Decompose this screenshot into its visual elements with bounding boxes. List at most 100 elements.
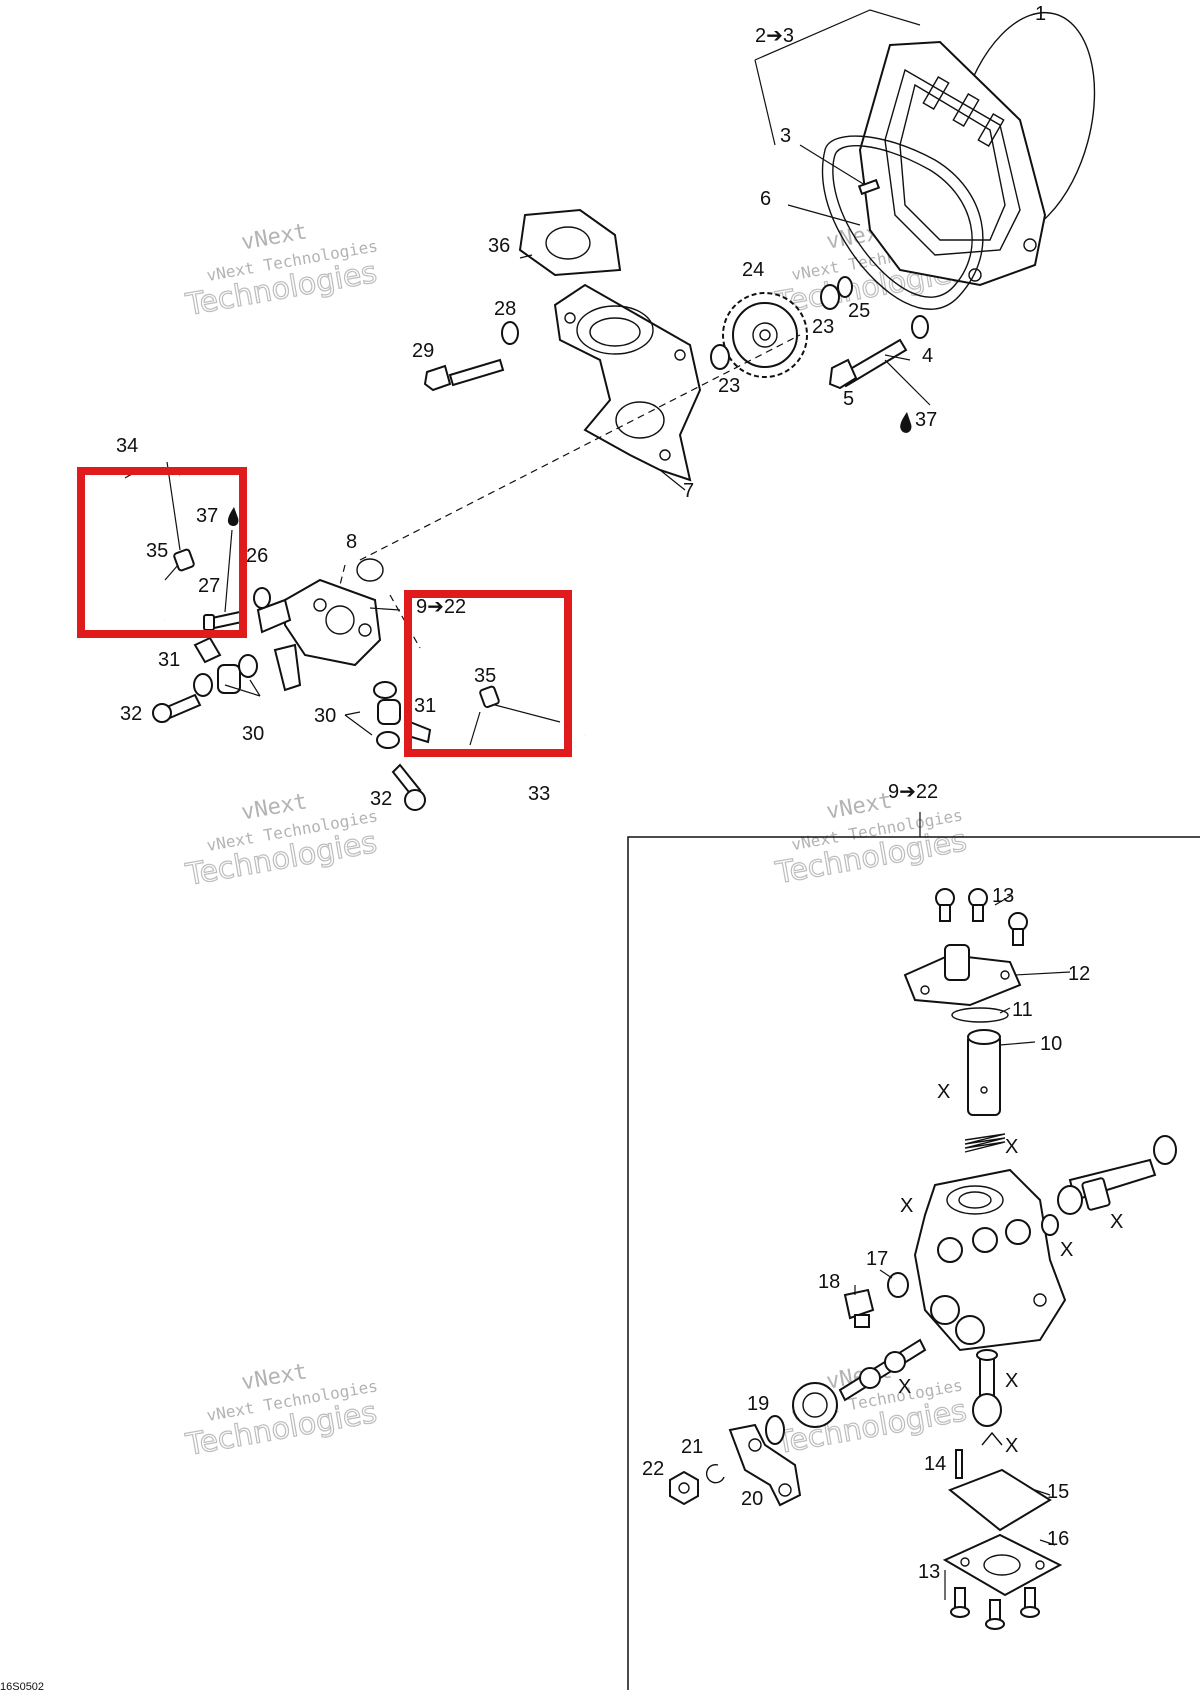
callout-27: 27 bbox=[198, 575, 220, 597]
plug bbox=[843, 1288, 875, 1328]
callout-25: 25 bbox=[848, 300, 870, 322]
washer bbox=[837, 276, 853, 298]
plunger bbox=[967, 1029, 1001, 1116]
o-ring bbox=[951, 1007, 1009, 1023]
screw bbox=[423, 358, 505, 392]
callout-31-a: 31 bbox=[158, 649, 180, 671]
oil-drop-icon bbox=[900, 412, 912, 433]
leader-line bbox=[879, 1269, 893, 1279]
washer bbox=[911, 315, 929, 339]
nut bbox=[669, 1470, 699, 1506]
callout-4: 4 bbox=[922, 345, 933, 367]
callout-23-b: 23 bbox=[718, 375, 740, 397]
valve-assembly bbox=[1041, 1135, 1177, 1236]
leader-line bbox=[1034, 1489, 1051, 1496]
callout-28: 28 bbox=[494, 298, 516, 320]
callout-12: 12 bbox=[1068, 963, 1090, 985]
callout-x-5: X bbox=[1060, 1239, 1073, 1261]
leader-line bbox=[754, 9, 921, 61]
callout-15: 15 bbox=[1047, 1481, 1069, 1503]
leader-line bbox=[166, 461, 181, 551]
assembly-line bbox=[359, 334, 801, 561]
leader-line bbox=[344, 711, 373, 736]
callout-x-6: X bbox=[898, 1376, 911, 1398]
washer bbox=[501, 321, 519, 345]
leader-line bbox=[224, 679, 261, 697]
callout-20: 20 bbox=[741, 1488, 763, 1510]
rotary-valve-cover bbox=[858, 40, 1047, 287]
callout-30-a: 30 bbox=[242, 723, 264, 745]
cam-shaft bbox=[838, 1338, 927, 1402]
pump-cover bbox=[903, 944, 1022, 1007]
screw bbox=[203, 610, 244, 631]
callout-34: 34 bbox=[116, 435, 138, 457]
washer bbox=[373, 681, 397, 699]
watermark-bottom-left: vNext vNext Technologies Technologies bbox=[182, 1359, 380, 1463]
washer bbox=[253, 587, 271, 609]
leader-line bbox=[1039, 1539, 1056, 1546]
bolt bbox=[828, 338, 908, 390]
fitting bbox=[193, 636, 222, 664]
screw bbox=[950, 1587, 970, 1618]
callout-35-a: 35 bbox=[146, 540, 168, 562]
leader-line bbox=[999, 1007, 1011, 1014]
gear bbox=[792, 1382, 838, 1428]
inset-frame bbox=[627, 836, 1200, 1690]
callout-37-a: 37 bbox=[915, 409, 937, 431]
leader-line bbox=[799, 144, 866, 186]
leader-line bbox=[659, 469, 686, 491]
leader-line bbox=[369, 607, 401, 611]
callout-30-b: 30 bbox=[314, 705, 336, 727]
washer bbox=[710, 344, 730, 370]
banjo-bolt bbox=[391, 763, 426, 811]
washer bbox=[193, 673, 213, 697]
clip bbox=[981, 1431, 1003, 1446]
callout-9-22-b: 9➔22 bbox=[888, 781, 938, 803]
callout-11: 11 bbox=[1012, 999, 1033, 1021]
callout-x-7: X bbox=[1005, 1370, 1018, 1392]
callout-23-a: 23 bbox=[812, 316, 834, 338]
screw bbox=[968, 888, 988, 922]
oil-hose-left-inner bbox=[116, 491, 167, 621]
leader-line bbox=[787, 204, 861, 226]
screw bbox=[935, 888, 955, 922]
watermark-mid-right: vNext vNext Technologies Technologies bbox=[772, 788, 970, 891]
callout-21: 21 bbox=[681, 1436, 703, 1458]
pump-housing bbox=[553, 283, 702, 482]
oil-hose-right-inner bbox=[464, 734, 587, 769]
leader-line bbox=[494, 704, 561, 723]
callout-3: 3 bbox=[780, 125, 791, 147]
spring bbox=[964, 1133, 1006, 1153]
callout-32-b: 32 bbox=[370, 788, 392, 810]
hose-clamp bbox=[479, 685, 500, 709]
washer bbox=[887, 1272, 909, 1298]
pump-body bbox=[913, 1168, 1067, 1352]
callout-32-a: 32 bbox=[120, 703, 142, 725]
callout-7: 7 bbox=[683, 480, 694, 502]
callout-x-2: X bbox=[1005, 1136, 1018, 1158]
callout-14: 14 bbox=[924, 1453, 946, 1475]
watermark-mid-left: vNext vNext Technologies Technologies bbox=[182, 789, 380, 893]
banjo-bolt bbox=[152, 693, 202, 723]
callout-24: 24 bbox=[742, 259, 764, 281]
highlight-box-right bbox=[404, 590, 572, 757]
drive-gear bbox=[722, 292, 808, 378]
callout-labels: 1 2➔3 3 6 36 24 28 29 23 25 23 4 5 37 7 … bbox=[116, 3, 1123, 1583]
callout-x-8: X bbox=[1005, 1435, 1018, 1457]
leader-line bbox=[994, 894, 1013, 906]
spacer bbox=[377, 699, 401, 725]
oil-drop-icon bbox=[227, 507, 239, 527]
diagram-code: 16S0502 bbox=[0, 1681, 44, 1693]
screw bbox=[985, 1599, 1005, 1630]
callout-26: 26 bbox=[246, 545, 268, 567]
callout-x-4: X bbox=[1110, 1211, 1123, 1233]
callout-5: 5 bbox=[843, 388, 854, 410]
callout-22: 22 bbox=[642, 1458, 664, 1480]
callout-29: 29 bbox=[412, 340, 434, 362]
callout-37-b: 37 bbox=[196, 505, 218, 527]
washer bbox=[820, 284, 840, 310]
oil-pump bbox=[256, 578, 382, 692]
gasket bbox=[821, 135, 984, 310]
gasket bbox=[948, 1468, 1052, 1532]
